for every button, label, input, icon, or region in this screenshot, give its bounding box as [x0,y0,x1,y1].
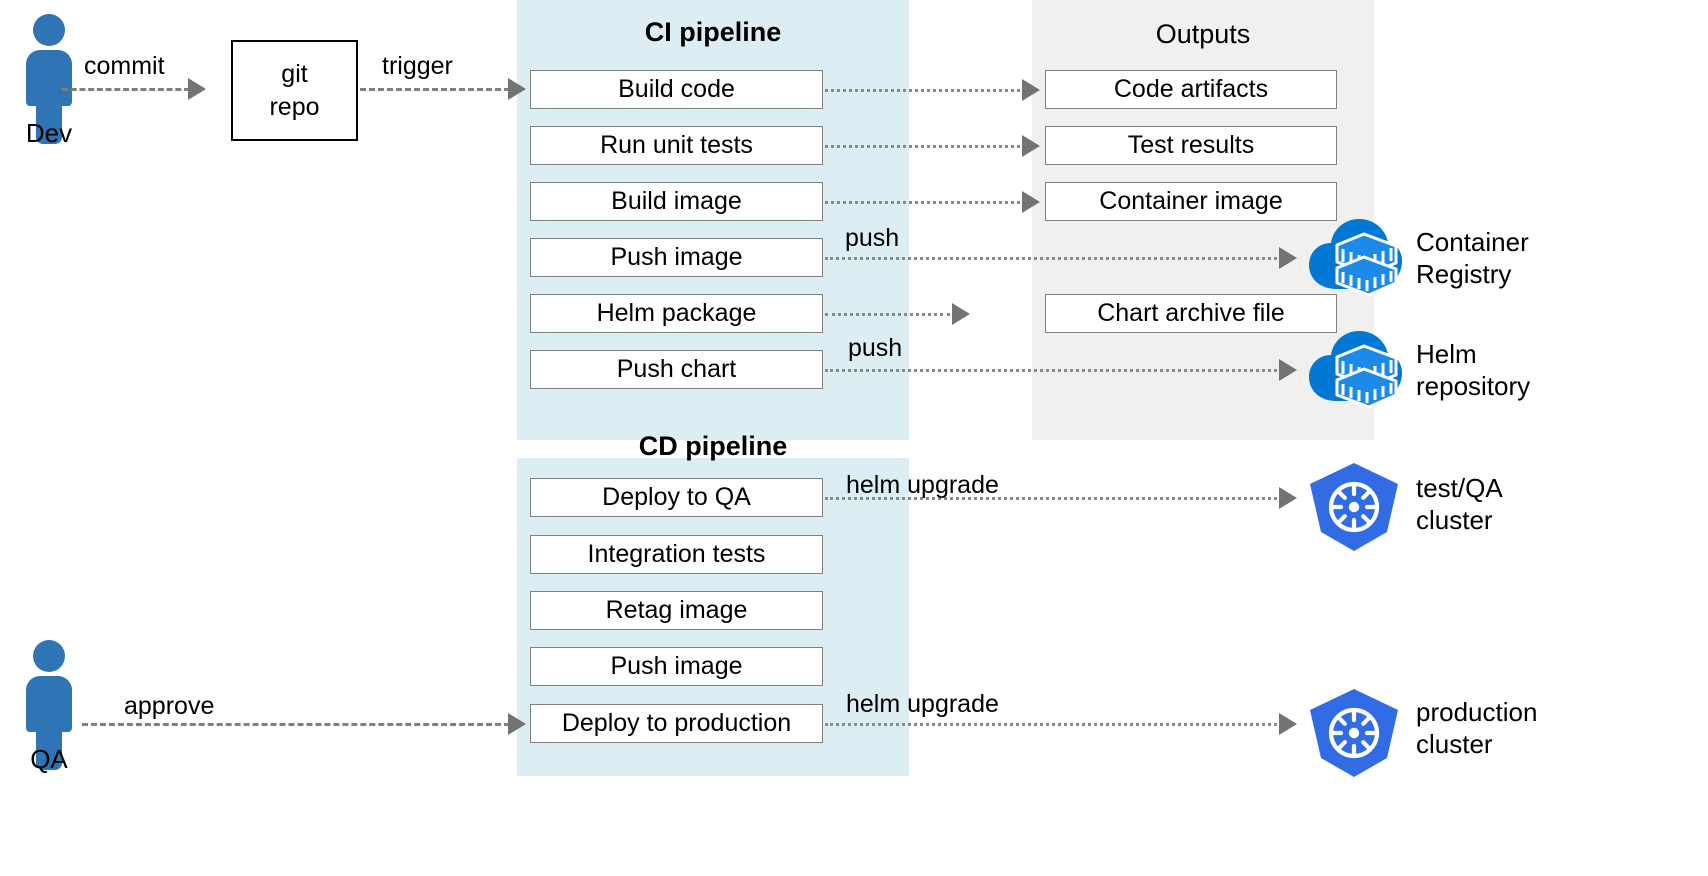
arrowhead-test-results [1022,135,1040,157]
container-registry-line2: Registry [1416,259,1512,289]
connector-label-push-chart: push [848,334,903,362]
person-legs [36,728,62,770]
production-cluster-line1: production [1416,697,1538,727]
arrowhead-chart-archive [952,303,970,325]
ci-step-build-image[interactable]: Build image [530,182,823,221]
output-container-image[interactable]: Container image [1045,182,1337,221]
person-body [26,676,72,732]
person-head [33,640,65,672]
production-cluster-label: production cluster [1416,696,1706,760]
connector-label-approve: approve [124,692,215,720]
test-qa-cluster-line1: test/QA [1416,473,1503,503]
cd-step-retag-image[interactable]: Retag image [530,591,823,630]
connector-build-code-to-artifacts [825,89,1020,92]
connector-deploy-qa-to-cluster [825,497,1277,500]
test-qa-cluster-kubernetes-icon [1302,460,1406,554]
connector-unit-tests-to-results [825,145,1020,148]
git-repo-line1: git [281,59,308,88]
arrowhead-container-image [1022,191,1040,213]
connector-trigger [360,88,510,91]
container-registry-line1: Container [1416,227,1529,257]
production-cluster-line2: cluster [1416,729,1493,759]
output-code-artifacts[interactable]: Code artifacts [1045,70,1337,109]
connector-helm-package-to-chart-archive [825,313,950,316]
git-repo-box[interactable]: git repo [231,40,358,141]
qa-person-icon [10,640,88,770]
cd-step-deploy-to-production[interactable]: Deploy to production [530,704,823,743]
arrowhead-production-cluster [1279,713,1297,735]
connector-commit [62,88,190,91]
git-repo-line2: repo [269,92,320,121]
ci-step-build-code[interactable]: Build code [530,70,823,109]
helm-repository-line1: Helm [1416,339,1477,369]
production-cluster-kubernetes-icon [1302,686,1406,780]
helm-repository-label: Helm repository [1416,338,1706,402]
output-test-results[interactable]: Test results [1045,126,1337,165]
person-body [26,50,72,106]
ci-step-run-unit-tests[interactable]: Run unit tests [530,126,823,165]
ci-step-push-chart[interactable]: Push chart [530,350,823,389]
connector-push-image-to-registry [825,257,1277,260]
arrowhead-code-artifacts [1022,79,1040,101]
arrowhead-container-registry [1279,247,1297,269]
helm-repository-line2: repository [1416,371,1531,401]
dev-label: Dev [25,118,73,148]
arrowhead-trigger [508,78,526,100]
cd-pipeline-title: CD pipeline [638,431,788,461]
person-head [33,14,65,46]
connector-push-chart-to-helm-repository [825,369,1277,372]
test-qa-cluster-label: test/QA cluster [1416,472,1706,536]
connector-label-push-image: push [845,224,900,252]
ci-step-helm-package[interactable]: Helm package [530,294,823,333]
connector-approve [82,723,510,726]
dev-person-icon [10,14,88,144]
helm-repository-icon [1307,327,1403,413]
arrowhead-approve [508,713,526,735]
cd-step-integration-tests[interactable]: Integration tests [530,535,823,574]
output-chart-archive-file[interactable]: Chart archive file [1045,294,1337,333]
cd-step-push-image[interactable]: Push image [530,647,823,686]
arrowhead-helm-repository [1279,359,1297,381]
connector-deploy-prod-to-cluster [825,723,1277,726]
container-registry-label: Container Registry [1416,226,1706,290]
connector-label-trigger: trigger [382,52,453,80]
connector-label-helm-upgrade-qa: helm upgrade [846,471,999,499]
arrowhead-commit [188,78,206,100]
connector-build-image-to-container-image [825,201,1020,204]
connector-label-commit: commit [84,52,165,80]
container-registry-icon [1307,215,1403,301]
test-qa-cluster-line2: cluster [1416,505,1493,535]
qa-label: QA [30,744,68,774]
connector-label-helm-upgrade-prod: helm upgrade [846,690,999,718]
ci-pipeline-title: CI pipeline [644,17,782,47]
ci-step-push-image[interactable]: Push image [530,238,823,277]
arrowhead-test-qa-cluster [1279,487,1297,509]
cd-step-deploy-to-qa[interactable]: Deploy to QA [530,478,823,517]
outputs-title: Outputs [1155,19,1251,49]
person-legs [36,102,62,144]
